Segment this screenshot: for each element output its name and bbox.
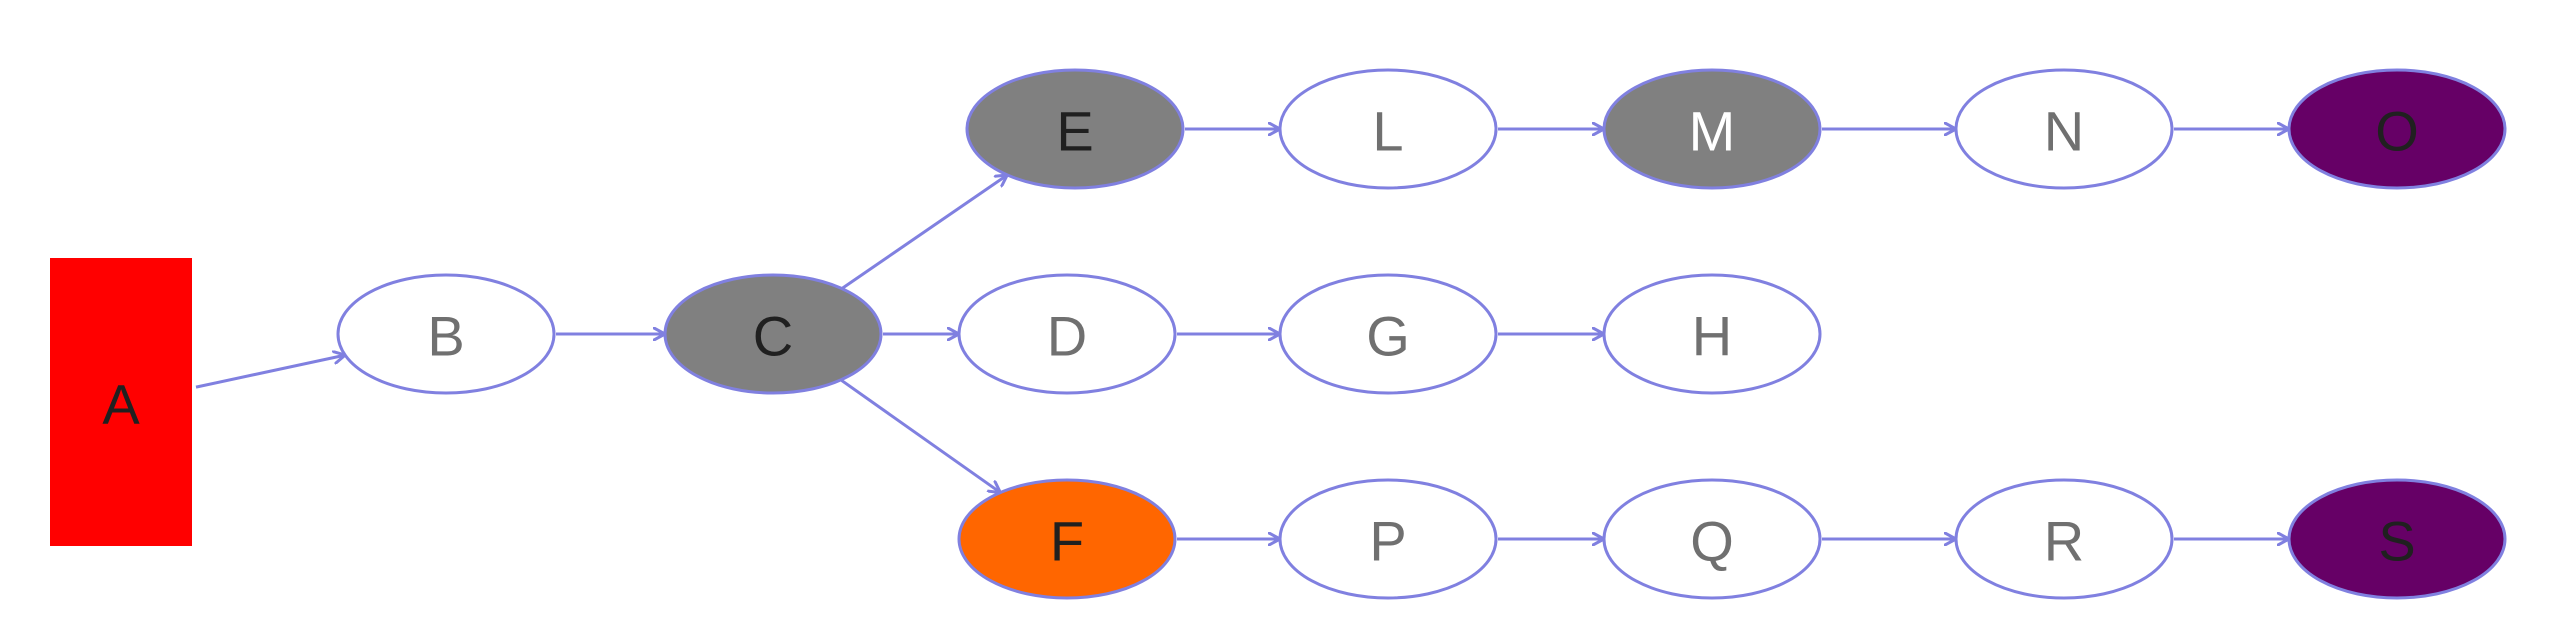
- node-e-ellipse: [965, 68, 1185, 190]
- edge-c-e: [841, 175, 1008, 290]
- node-g-ellipse: [1278, 273, 1498, 395]
- node-b-ellipse: [336, 273, 556, 395]
- node-q: Q: [1602, 478, 1822, 600]
- node-h-ellipse: [1602, 273, 1822, 395]
- node-e-label: E: [1056, 100, 1093, 163]
- node-d-ellipse: [957, 273, 1177, 395]
- node-m: M: [1602, 68, 1822, 190]
- node-b-label: B: [427, 305, 464, 368]
- node-r-label: R: [2044, 510, 2084, 573]
- nodes-layer: A B C E L M N O D G H F P Q R S: [50, 68, 2507, 600]
- node-m-label: M: [1689, 100, 1736, 163]
- node-n-ellipse: [1954, 68, 2174, 190]
- node-l-label: L: [1372, 100, 1403, 163]
- node-o: O: [2287, 68, 2507, 190]
- node-c-ellipse: [663, 273, 883, 395]
- node-c-label: C: [753, 305, 793, 368]
- node-p-ellipse: [1278, 478, 1498, 600]
- node-a: A: [50, 258, 192, 546]
- edges-layer: [195, 129, 2289, 539]
- node-h: H: [1602, 273, 1822, 395]
- node-o-ellipse: [2287, 68, 2507, 190]
- node-n: N: [1954, 68, 2174, 190]
- node-l-ellipse: [1278, 68, 1498, 190]
- node-n-label: N: [2044, 100, 2084, 163]
- node-s-label: S: [2378, 510, 2415, 573]
- node-r-ellipse: [1954, 478, 2174, 600]
- node-b: B: [336, 273, 556, 395]
- node-p-label: P: [1369, 510, 1406, 573]
- node-r: R: [1954, 478, 2174, 600]
- node-s-ellipse: [2287, 478, 2507, 600]
- node-d-label: D: [1047, 305, 1087, 368]
- edge-c-f: [840, 379, 1001, 492]
- node-s: S: [2287, 478, 2507, 600]
- node-f: F: [957, 478, 1177, 600]
- edge-a-b: [195, 355, 345, 389]
- node-f-label: F: [1050, 510, 1084, 573]
- node-q-label: Q: [1690, 510, 1734, 573]
- node-o-label: O: [2375, 100, 2419, 163]
- node-m-ellipse: [1602, 68, 1822, 190]
- node-g-label: G: [1366, 305, 1410, 368]
- node-f-ellipse: [957, 478, 1177, 600]
- node-e: E: [965, 68, 1185, 190]
- node-g: G: [1278, 273, 1498, 395]
- node-d: D: [957, 273, 1177, 395]
- node-l: L: [1278, 68, 1498, 190]
- node-c: C: [663, 273, 883, 395]
- node-q-ellipse: [1602, 478, 1822, 600]
- node-a-label: A: [102, 373, 140, 436]
- node-a-box: [50, 258, 192, 546]
- node-h-label: H: [1692, 305, 1732, 368]
- node-p: P: [1278, 478, 1498, 600]
